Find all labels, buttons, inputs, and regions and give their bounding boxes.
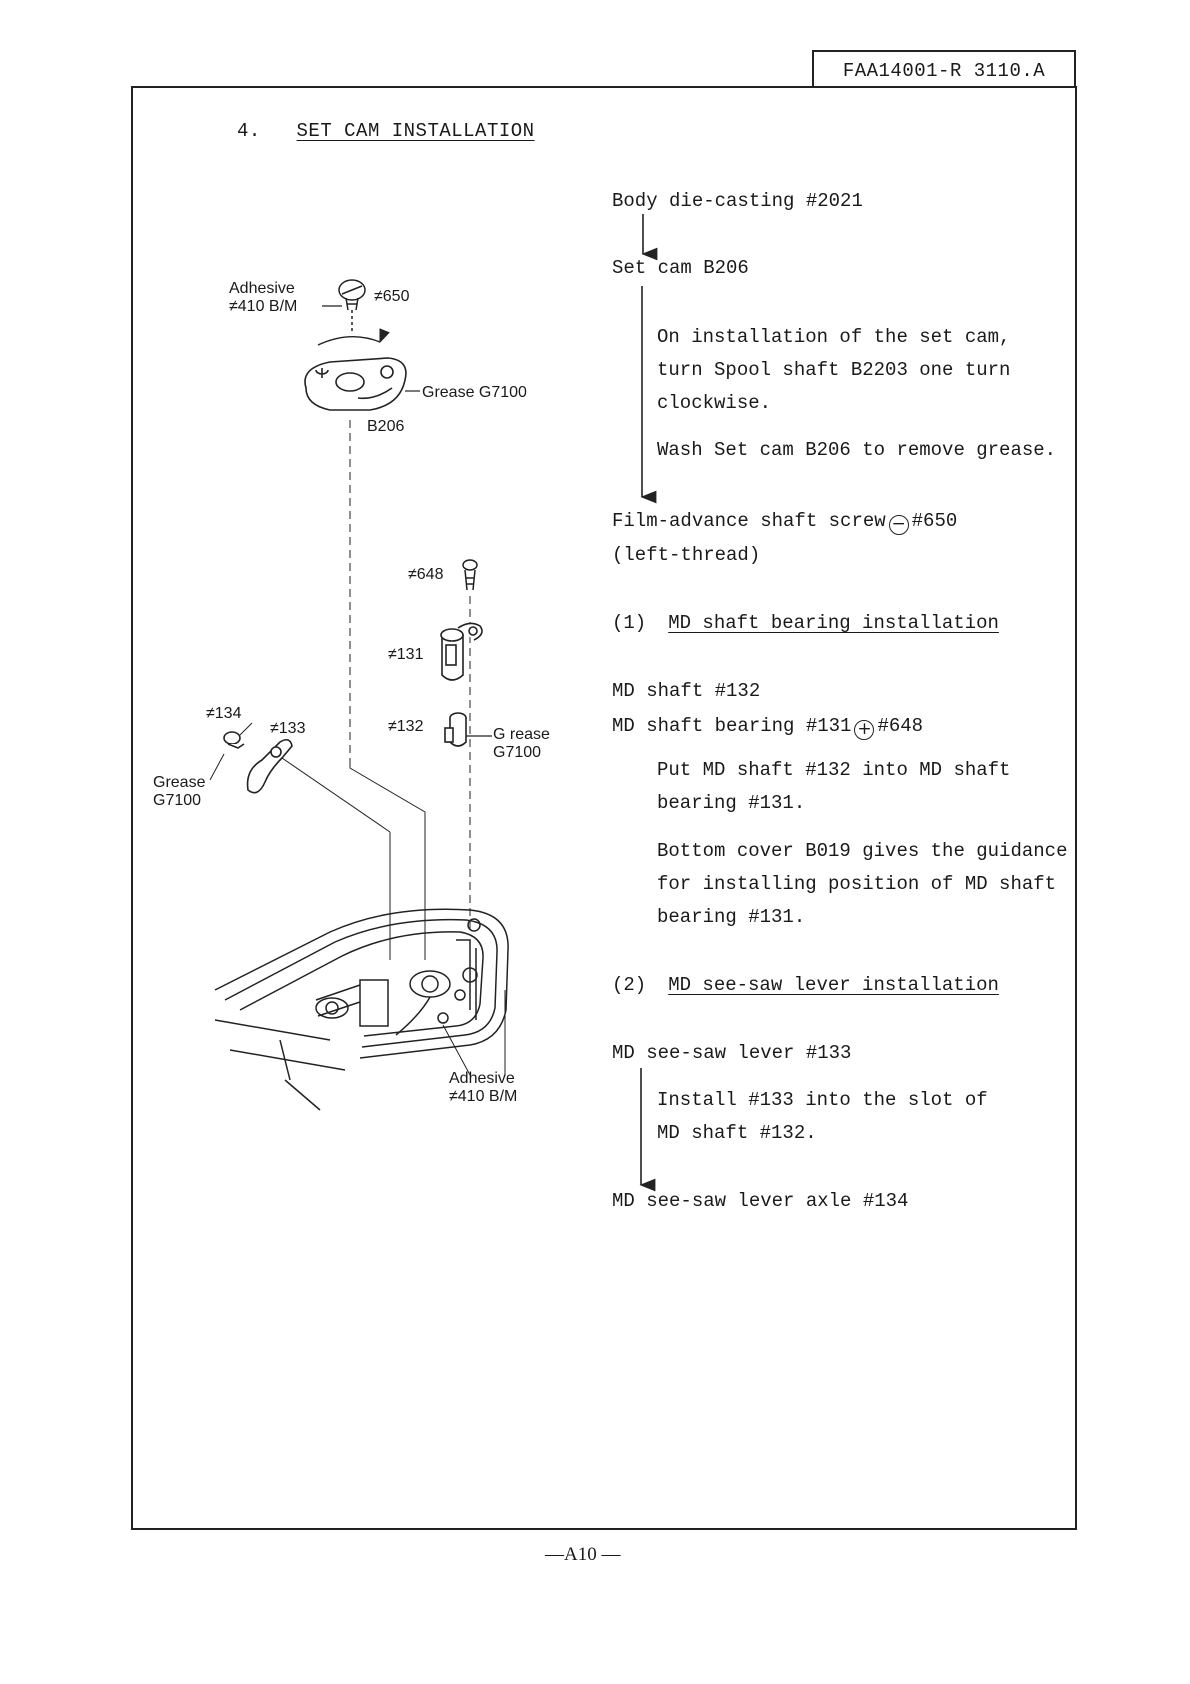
flow-step-left-thread: (left-thread) xyxy=(612,544,761,566)
bottom-cover-note: Bottom cover B019 gives the guidance for… xyxy=(657,840,1068,928)
flow-note-installation: On installation of the set cam, turn Spo… xyxy=(657,326,1011,414)
md-shaft-line: MD shaft #132 xyxy=(612,680,761,702)
md-bearing-line: MD shaft bearing #131+#648 xyxy=(612,715,924,740)
label-adhesive-top: Adhesive ≠410 B/M xyxy=(229,280,298,315)
label-grease-cam: Grease G7100 xyxy=(422,384,527,401)
seesaw-lever-line: MD see-saw lever #133 xyxy=(612,1042,852,1064)
label-grease-132: G rease G7100 xyxy=(493,726,550,761)
section-heading: SET CAM INSTALLATION xyxy=(296,120,535,142)
seesaw-lever-note: Install #133 into the slot of MD shaft #… xyxy=(657,1089,988,1144)
label-134: ≠134 xyxy=(206,705,242,722)
body-die-casting-icon xyxy=(214,908,509,1111)
subsection-2-title: (2)MD see-saw lever installation xyxy=(612,974,999,996)
minus-screw-icon: − xyxy=(888,515,909,535)
document-code: FAA14001-R 3110.A xyxy=(812,50,1076,88)
label-adhesive-bottom: Adhesive ≠410 B/M xyxy=(449,1070,518,1105)
subsection-1-title: (1)MD shaft bearing installation xyxy=(612,612,999,634)
seesaw-axle-line: MD see-saw lever axle #134 xyxy=(612,1190,909,1212)
label-133: ≠133 xyxy=(270,720,306,737)
md-shaft-note: Put MD shaft #132 into MD shaft bearing … xyxy=(657,759,1011,814)
label-132: ≠132 xyxy=(388,718,424,735)
section-number: 4. xyxy=(237,120,261,142)
axle-134-icon xyxy=(223,731,245,749)
screw-648-icon xyxy=(462,559,478,591)
seesaw-lever-133-icon xyxy=(246,738,293,794)
flow-step-body: Body die-casting #2021 xyxy=(612,190,863,212)
plus-screw-icon: + xyxy=(854,720,875,740)
label-131: ≠131 xyxy=(388,646,424,663)
label-648: ≠648 xyxy=(408,566,444,583)
flow-step-set-cam: Set cam B206 xyxy=(612,257,749,279)
label-650: ≠650 xyxy=(374,288,410,305)
label-b206: B206 xyxy=(367,418,405,435)
rotation-arrow-icon xyxy=(317,328,390,346)
label-grease-134: Grease G7100 xyxy=(153,774,206,809)
bearing-131-icon xyxy=(440,622,483,681)
page-frame xyxy=(131,86,1077,1530)
flow-step-screw: Film-advance shaft screw−#650 xyxy=(612,510,958,535)
page-number: —A10 — xyxy=(545,1544,621,1565)
shaft-132-icon xyxy=(444,712,467,747)
flow-note-wash: Wash Set cam B206 to remove grease. xyxy=(657,439,1057,461)
screw-650-icon xyxy=(338,279,366,332)
section-title: 4. SET CAM INSTALLATION xyxy=(237,120,535,142)
set-cam-b206-icon xyxy=(304,357,407,411)
